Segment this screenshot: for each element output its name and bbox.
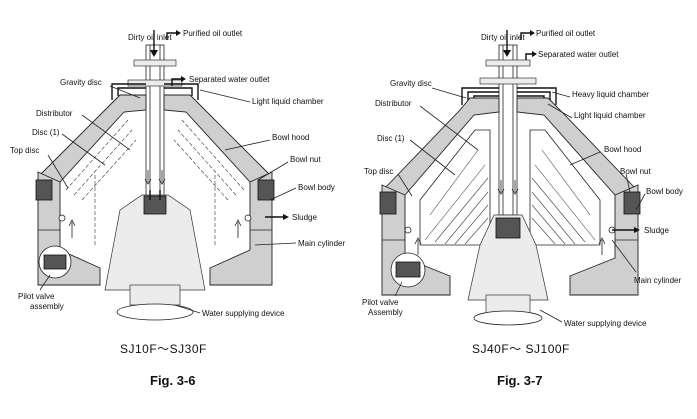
distributor-hub-2 [467, 214, 549, 301]
leader-lines-2 [394, 87, 646, 323]
label-separated-water-outlet: Separated water outlet [189, 75, 270, 84]
leader-lines [39, 85, 297, 314]
figure-caption-3-7: Fig. 3-7 [497, 373, 543, 388]
label-distributor: Distributor [36, 109, 73, 118]
label-purified-oil-outlet: Purified oil outlet [183, 29, 243, 38]
figure-3-6: Dirty oil inlet Purified oil outlet Sepa… [10, 29, 345, 388]
label-disc: Disc (1) [32, 128, 60, 137]
label-gravity-disc-2: Gravity disc [390, 79, 432, 88]
distributor-hub [104, 190, 206, 291]
label-bowl-hood: Bowl hood [272, 133, 309, 142]
feed-pipe-2 [479, 44, 537, 216]
label-water-supplying-device: Water supplying device [202, 309, 285, 318]
disc-stack [65, 119, 245, 245]
label-sludge-2: Sludge [644, 226, 669, 235]
bowl-hood-shape [39, 83, 271, 183]
label-pilot-valve: Pilot valve [18, 292, 55, 301]
label-sludge: Sludge [292, 213, 317, 222]
figure-3-7: Dirty oil inlet Purified oil outlet Sepa… [362, 29, 683, 388]
label-pilot-valve-assembly-2: Assembly [368, 308, 403, 317]
label-pilot-valve-2: Pilot valve [362, 298, 399, 307]
pilot-valve-2 [390, 252, 426, 288]
labels-fig-3-7: Dirty oil inlet Purified oil outlet Sepa… [362, 29, 683, 388]
label-heavy-liquid-chamber: Heavy liquid chamber [572, 90, 649, 99]
label-top-disc: Top disc [10, 146, 39, 155]
label-bowl-hood-2: Bowl hood [604, 145, 641, 154]
model-name-fig-3-6: SJ10F～SJ30F [120, 342, 207, 356]
spindle [116, 284, 194, 321]
label-dirty-oil-inlet-2: Dirty oil inlet [481, 33, 525, 42]
flow-arrows [68, 30, 289, 238]
model-name-fig-3-7: SJ40F～ SJ100F [472, 342, 570, 356]
figure-caption-3-6: Fig. 3-6 [150, 373, 196, 388]
label-bowl-nut: Bowl nut [290, 155, 321, 164]
label-main-cylinder: Main cylinder [298, 239, 345, 248]
flow-arrows-2 [414, 30, 640, 255]
label-separated-water-outlet-2: Separated water outlet [538, 50, 619, 59]
label-light-liquid-chamber-2: Light liquid chamber [574, 111, 646, 120]
label-top-disc-2: Top disc [364, 167, 393, 176]
label-water-supplying-device-2: Water supplying device [564, 319, 647, 328]
label-purified-oil-outlet-2: Purified oil outlet [536, 29, 596, 38]
label-main-cylinder-2: Main cylinder [634, 276, 681, 285]
labels-fig-3-6: Dirty oil inlet Purified oil outlet Sepa… [10, 29, 345, 388]
label-bowl-body-2: Bowl body [646, 187, 683, 196]
label-dirty-oil-inlet: Dirty oil inlet [128, 33, 172, 42]
bowl-hood-shape-2 [384, 87, 636, 196]
feed-pipe [127, 44, 183, 206]
label-gravity-disc: Gravity disc [60, 78, 102, 87]
label-light-liquid-chamber: Light liquid chamber [252, 97, 324, 106]
label-bowl-body: Bowl body [298, 183, 335, 192]
label-distributor-2: Distributor [375, 99, 412, 108]
label-pilot-valve-assembly: assembly [30, 302, 64, 311]
label-disc-2: Disc (1) [377, 134, 405, 143]
pilot-valve [38, 245, 72, 279]
disc-stack-2 [419, 129, 601, 246]
label-bowl-nut-2: Bowl nut [620, 167, 651, 176]
spindle-2 [473, 294, 543, 326]
